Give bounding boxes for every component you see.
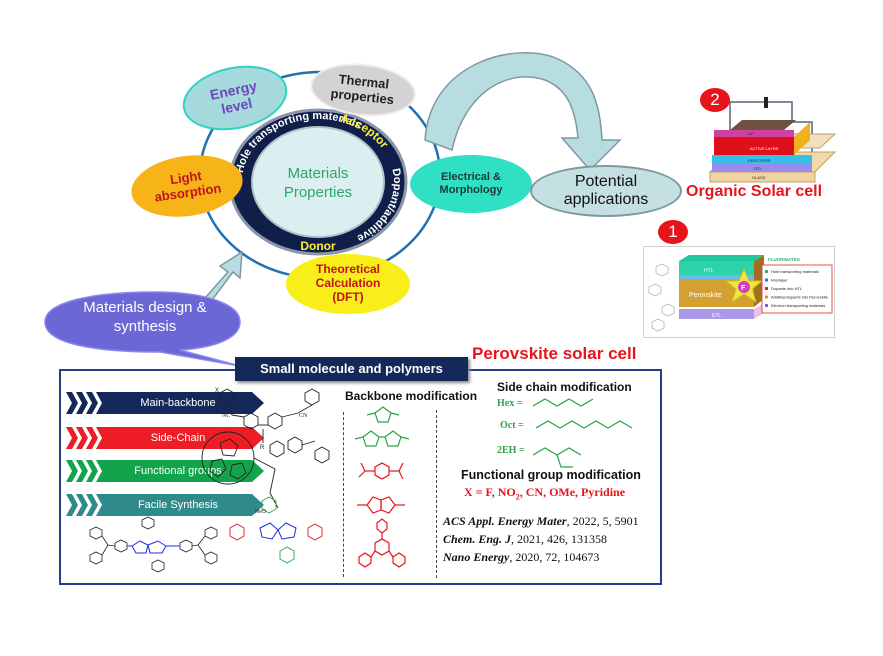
- osc-layer-glass: GLASS: [752, 175, 766, 180]
- chevron-label: Main-backbone: [140, 397, 216, 409]
- reference-details: , 2020, 72, 104673: [509, 550, 600, 564]
- theoretical-line1: Theoretical: [315, 262, 381, 277]
- chevron-arrow-icon: [66, 460, 264, 482]
- side-chain-title: Side chain modification: [497, 380, 632, 394]
- reference-details: , 2021, 426, 131358: [511, 532, 608, 546]
- center-disc: [251, 126, 385, 238]
- separator-left: [343, 412, 344, 577]
- separator-right: [436, 410, 437, 578]
- reference-journal: ACS Appl. Energy Mater: [443, 514, 567, 528]
- psc-legend: Hole transporting materialsInterlayerDop…: [765, 269, 829, 308]
- reference-journal: Nano Energy: [443, 550, 510, 564]
- triphenyltriazine: [358, 518, 406, 568]
- functional-values: X = F, NO2, CN, OMe, Pyridine: [464, 485, 625, 501]
- backbone-structures: [354, 406, 410, 568]
- design-line1: Materials design &: [83, 299, 207, 316]
- functional-prefix: X = F, NO: [464, 485, 516, 499]
- potential-line2: applications: [563, 191, 649, 208]
- curved-arrow: [424, 52, 622, 172]
- side-chain-label-2: 2EH =: [497, 445, 525, 456]
- molecule-structures: X NC CN R MeO: [201, 388, 330, 564]
- osc-layer-active: ACTIVE LAYER: [750, 146, 778, 151]
- chevron-label: Functional groups: [134, 465, 222, 477]
- side-chain-structure-0: [533, 398, 594, 407]
- legend-bullet: [765, 304, 768, 307]
- center-title-line2: Properties: [284, 184, 352, 201]
- psc-molecules: [648, 263, 675, 332]
- reference-journal: Chem. Eng. J: [443, 532, 512, 546]
- mol-r-label: R: [260, 445, 265, 451]
- bottom-header: Small molecule and polymers: [235, 357, 468, 381]
- node-electrical-morphology: Electrical &Morphology: [410, 155, 532, 213]
- side-chain-label-0: Hex =: [497, 398, 523, 409]
- legend-bullet: [765, 270, 768, 273]
- thiophene: [366, 406, 400, 423]
- psc-legend-item: Hole transporting materials: [771, 269, 819, 274]
- psc-panel: HTL Perovskite ETL F FLUORINATED Hole tr…: [643, 246, 835, 338]
- psc-legend-item: Interlayer: [771, 278, 788, 283]
- psc-legend-item: Additive/dopants into Perovskite: [771, 295, 829, 300]
- legend-bullet: [765, 295, 768, 299]
- design-callout-shape: [44, 291, 241, 367]
- side-chain-structure-2: [533, 447, 582, 468]
- chevron-label: Side-Chain: [150, 432, 206, 444]
- psc-legend-title: FLUORINATED: [768, 257, 801, 262]
- legend-bullet: [765, 287, 768, 290]
- chevron-2: Functional groups: [66, 460, 264, 482]
- theoretical-line3: (DFT): [332, 289, 364, 304]
- reference-item: ACS Appl. Energy Mater, 2022, 5, 5901: [443, 512, 639, 530]
- chevron-3: Facile Synthesis: [66, 494, 264, 516]
- chevron-arrow-icon: [66, 494, 264, 516]
- bithiophene: [354, 430, 410, 447]
- mol-cn-label: CN: [299, 413, 308, 419]
- chevron-arrow-icon: [66, 392, 264, 414]
- molecule-structure-facile: [89, 516, 218, 573]
- thiazolothiazole: [357, 496, 405, 514]
- ring-label-bottom: Donor: [300, 239, 336, 253]
- theoretical-line2: Calculation: [315, 276, 381, 291]
- psc-layer-etl: ETL: [712, 313, 721, 319]
- design-callout: Materials design & synthesis: [60, 298, 230, 336]
- functional-sub: 2: [515, 492, 520, 502]
- mol-meo-label: MeO: [255, 509, 266, 515]
- mol-x-label: X: [215, 388, 219, 394]
- center-title-line1: Materials: [288, 165, 349, 182]
- osc-layer-pedot: PEDOT:PSS: [748, 158, 771, 163]
- backbone-title: Backbone modification: [345, 389, 478, 403]
- psc-label: Perovskite solar cell: [472, 344, 637, 363]
- star-label: F: [741, 285, 746, 292]
- psc-legend-item: Dopants into HTL: [771, 286, 803, 291]
- reference-item: Chem. Eng. J, 2021, 426, 131358: [443, 530, 639, 548]
- chevron-0: Main-backbone: [66, 392, 264, 414]
- psc-layer-htl: HTL: [704, 268, 714, 274]
- electrical-line2: Morphology: [439, 184, 503, 196]
- psc-legend-item: Electron transporting materials: [771, 303, 825, 308]
- design-line2: synthesis: [113, 318, 177, 335]
- psc-badge: 1: [658, 220, 688, 244]
- reference-details: , 2022, 5, 5901: [566, 514, 639, 528]
- osc-label: Organic Solar cell: [686, 183, 823, 200]
- electrical-line1: Electrical &: [441, 171, 501, 184]
- osc-device-illustration: ACTIVE LAYER LiF PEDOT:PSS ITO GLASS: [708, 97, 837, 183]
- side-chain-structure-1: [536, 420, 633, 429]
- chevron-label: Facile Synthesis: [137, 499, 219, 511]
- dicyano-phenylene: [358, 462, 404, 480]
- side-chain-label-1: Oct =: [500, 420, 524, 431]
- potential-line1: Potential: [574, 172, 638, 190]
- legend-bullet: [765, 278, 768, 282]
- psc-layer-perovskite: Perovskite: [689, 292, 722, 299]
- osc-badge: 2: [700, 88, 730, 112]
- reference-item: Nano Energy, 2020, 72, 104673: [443, 548, 639, 566]
- psc-device-illustration: HTL Perovskite ETL F FLUORINATED Hole tr…: [648, 255, 833, 332]
- functional-title: Functional group modification: [461, 468, 641, 482]
- mol-nc-label: NC: [222, 413, 230, 419]
- functional-suffix: , CN, OMe, Pyridine: [519, 485, 626, 499]
- osc-layer-ito: ITO: [754, 166, 761, 171]
- osc-layer-lif: LiF: [748, 131, 754, 136]
- straight-arrow: [203, 250, 243, 301]
